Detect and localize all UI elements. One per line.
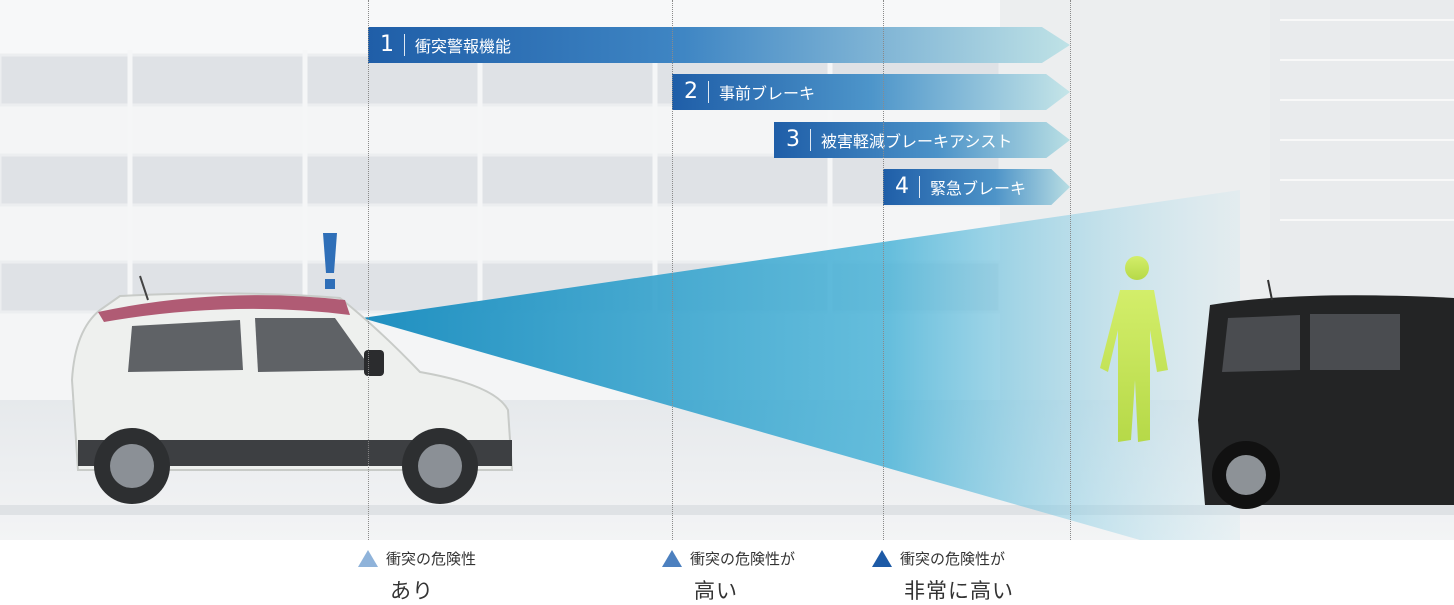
- stage-number-3: 3: [774, 129, 811, 151]
- stage-number-1: 1: [368, 34, 405, 56]
- caption-3-line2: 非常に高い: [904, 579, 1014, 603]
- stage-bar-4: 4 緊急ブレーキ: [883, 169, 1070, 205]
- guide-line-1: [368, 0, 369, 540]
- stage-bar-2: 2 事前ブレーキ: [672, 74, 1070, 110]
- pedestrian: [1100, 256, 1168, 442]
- stage-label-2: 事前ブレーキ: [719, 84, 816, 103]
- stage-bar-1: 1 衝突警報機能: [368, 27, 1070, 63]
- caption-3-line1: 衝突の危険性が: [900, 550, 1006, 568]
- caption-2-triangle-icon: [662, 550, 682, 567]
- caption-2-line2: 高い: [694, 579, 738, 603]
- scene: 1 衝突警報機能 2 事前ブレーキ 3 被害軽減ブレーキアシスト 4 緊急ブレー…: [0, 0, 1454, 540]
- sensor-beam: [362, 190, 1240, 540]
- stage-number-2: 2: [672, 81, 709, 103]
- guide-line-3: [883, 0, 884, 540]
- guide-line-4: [1070, 0, 1071, 540]
- caption-1: 衝突の危険性 あり: [358, 548, 476, 605]
- stage-bar-3: 3 被害軽減ブレーキアシスト: [774, 122, 1070, 158]
- own-car: [70, 275, 514, 504]
- stage-label-3: 被害軽減ブレーキアシスト: [821, 132, 1013, 151]
- stage-number-4: 4: [883, 176, 920, 198]
- stage-label-1: 衝突警報機能: [415, 37, 512, 56]
- caption-1-triangle-icon: [358, 550, 378, 567]
- target-car: [1198, 279, 1454, 509]
- caption-1-line1: 衝突の危険性: [386, 550, 477, 568]
- caption-3: 衝突の危険性が 非常に高い: [872, 548, 1014, 605]
- caption-3-triangle-icon: [872, 550, 892, 567]
- stage-label-4: 緊急ブレーキ: [930, 179, 1027, 198]
- caption-2-line1: 衝突の危険性が: [690, 550, 796, 568]
- guide-line-2: [672, 0, 673, 540]
- caption-1-line2: あり: [390, 579, 434, 603]
- caption-2: 衝突の危険性が 高い: [662, 548, 795, 605]
